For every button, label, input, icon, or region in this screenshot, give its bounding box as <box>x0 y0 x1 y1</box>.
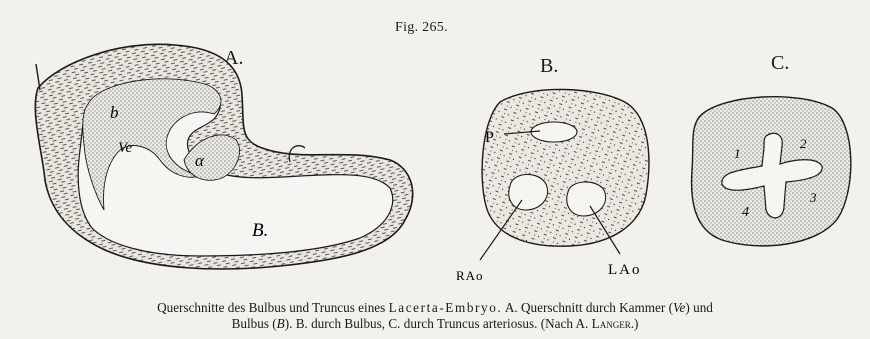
caption-text: ). B. durch Bulbus, C. durch Truncus art… <box>285 316 589 331</box>
lumen-p <box>531 122 577 142</box>
left-tag <box>36 64 40 90</box>
caption-text: Querschnitte des Bulbus und Truncus eine… <box>157 300 385 315</box>
label-4: 4 <box>742 205 749 220</box>
label-alpha: α <box>195 151 205 170</box>
caption-text: Bulbus ( <box>232 316 277 331</box>
panel-c-drawing: 1 2 3 4 <box>692 97 851 246</box>
caption-species: Lacerta-Embryo. <box>389 300 503 315</box>
panel-b-drawing: P RAo LAo <box>456 89 649 283</box>
label-bulbus: B. <box>252 220 268 241</box>
caption-italic-b: B <box>277 316 285 331</box>
lumen-rao <box>509 174 548 210</box>
caption-text: ) und <box>685 300 712 315</box>
caption-text: A. Querschnitt durch Kammer ( <box>505 300 673 315</box>
label-lao: LAo <box>608 262 642 278</box>
caption-line-1: Querschnitte des Bulbus und Truncus eine… <box>0 300 870 316</box>
label-2: 2 <box>800 136 807 151</box>
label-b: b <box>110 103 119 122</box>
panel-a-drawing: b Ve α B. <box>35 44 412 269</box>
label-1: 1 <box>734 146 741 161</box>
label-3: 3 <box>809 190 817 205</box>
figure-drawing: b Ve α B. P RAo LAo 1 2 3 4 <box>0 0 870 300</box>
caption-line-2: Bulbus (B). B. durch Bulbus, C. durch Tr… <box>0 316 870 332</box>
caption-text: .) <box>631 316 639 331</box>
caption-italic-ve: Ve <box>673 300 685 315</box>
label-p: P <box>485 129 494 146</box>
label-ve: Ve <box>118 140 133 156</box>
label-rao: RAo <box>456 268 484 283</box>
caption-author: Langer <box>592 316 631 331</box>
bulbus-section <box>482 89 649 246</box>
